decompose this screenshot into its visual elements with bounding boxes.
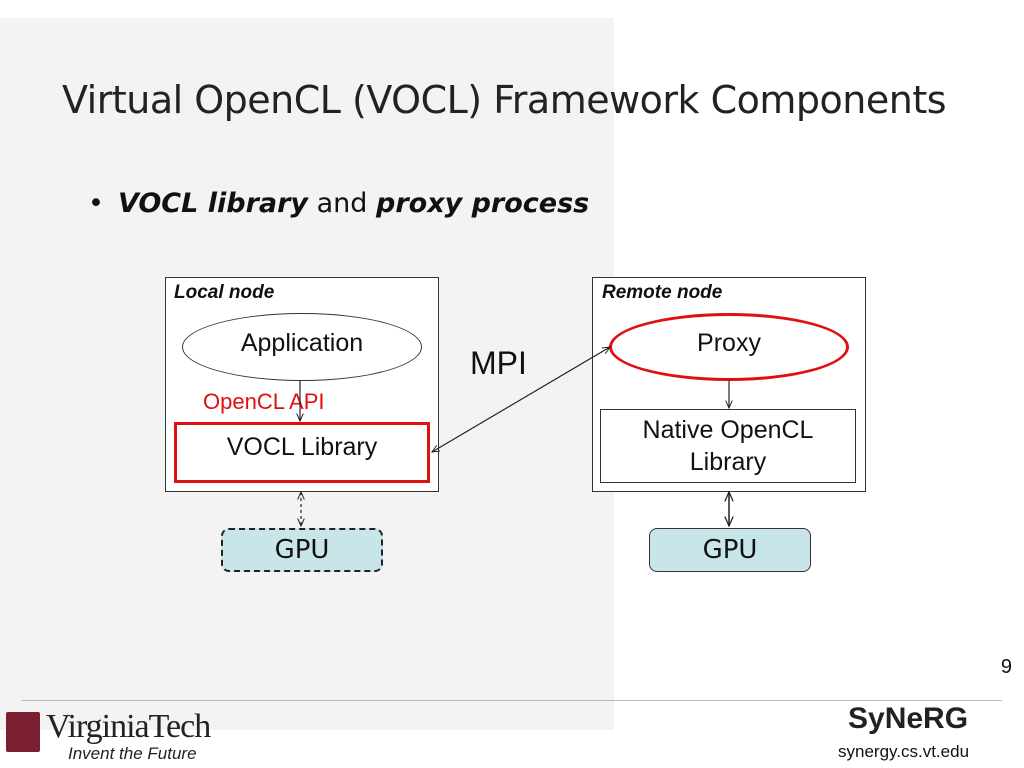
- bullet-point: • VOCL library and proxy process: [88, 188, 589, 219]
- vocl-library-label: VOCL Library: [226, 433, 378, 461]
- bullet-term-proxy-process: proxy process: [376, 188, 590, 219]
- local-gpu-box: GPU: [221, 528, 383, 572]
- local-node-label: Local node: [174, 282, 275, 303]
- bullet-symbol: •: [88, 188, 104, 219]
- vt-tagline: Invent the Future: [68, 744, 197, 763]
- page-number: 9: [1000, 656, 1012, 678]
- vt-seal-icon: [6, 712, 40, 752]
- vocl-library-box: VOCL Library: [174, 422, 430, 483]
- footer-divider: [22, 700, 1002, 701]
- mpi-link-arrow: [432, 347, 610, 452]
- opencl-api-label: OpenCL API: [203, 389, 325, 414]
- virginia-tech-logo: VirginiaTech Invent the Future: [6, 708, 246, 764]
- slide-title: Virtual OpenCL (VOCL) Framework Componen…: [62, 78, 947, 122]
- remote-gpu-box: GPU: [649, 528, 811, 572]
- proxy-ellipse: Proxy: [609, 313, 849, 381]
- native-opencl-library-label: Native OpenCL Library: [642, 415, 814, 477]
- remote-node-label: Remote node: [602, 282, 723, 303]
- synergy-url: synergy.cs.vt.edu: [838, 742, 970, 761]
- vt-logo-text: VirginiaTech: [46, 708, 211, 745]
- native-opencl-library-box: Native OpenCL Library: [600, 409, 856, 483]
- bullet-term-vocl-library: VOCL library: [117, 188, 309, 219]
- application-label: Application: [240, 328, 364, 357]
- bullet-connector: and: [308, 188, 376, 219]
- application-ellipse: Application: [182, 313, 422, 381]
- synergy-logo: SyNeRG: [848, 702, 969, 735]
- proxy-label: Proxy: [697, 328, 761, 357]
